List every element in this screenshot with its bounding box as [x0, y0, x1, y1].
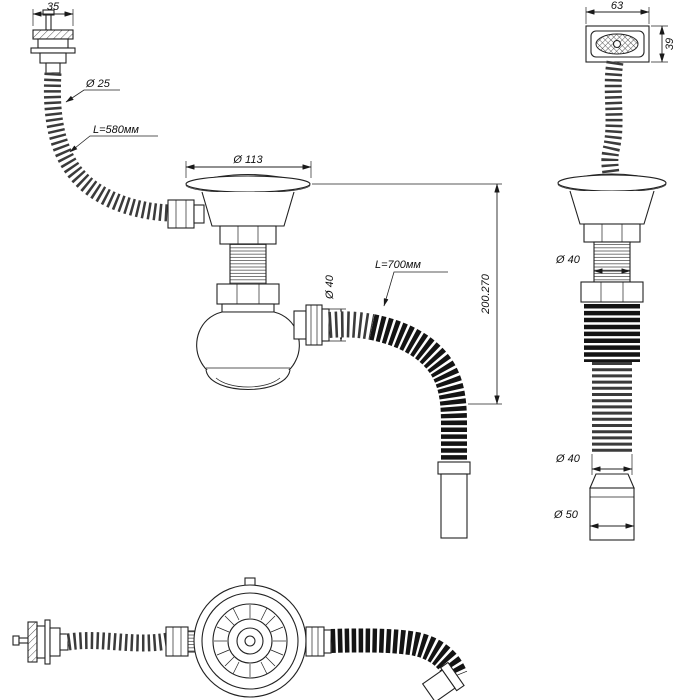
dim-overflow-width: 35 — [32, 1, 74, 26]
overflow-hose — [43, 72, 171, 222]
dim-text-hose-diameter: Ø 25 — [85, 78, 111, 90]
side-view: 63 39 — [553, 0, 676, 541]
plan-view — [12, 577, 468, 700]
overflow-fitting — [30, 9, 76, 74]
dim-text-flange-diameter: Ø 113 — [232, 154, 263, 166]
dim-text-outlet-diameter-side: Ø 50 — [553, 509, 579, 521]
side-outlet-pipe — [589, 473, 635, 541]
dim-text-head-width: 63 — [611, 0, 624, 12]
dim-mount-height: 200.270 — [312, 183, 502, 405]
dim-text-pipe-diameter-lower: Ø 40 — [555, 453, 581, 465]
dim-pipe-diameter-lower: Ø 40 — [555, 453, 633, 475]
dim-text-hose-length: L=580мм — [93, 124, 139, 136]
side-sink-flange — [557, 173, 667, 225]
dim-hose-length: L=580мм — [69, 124, 158, 153]
dim-flex-length: L=700мм — [375, 259, 448, 307]
dim-text-overflow-width: 35 — [47, 1, 60, 13]
dim-text-head-height: 39 — [664, 38, 676, 50]
dim-outlet-diameter-side: Ø 50 — [553, 509, 635, 529]
strainer-slots — [214, 605, 286, 677]
plan-flex-end-cuff — [421, 661, 465, 700]
outlet-nut — [293, 304, 330, 346]
sink-flange — [185, 174, 311, 227]
overflow-head — [585, 25, 650, 63]
hose-connector-nut — [167, 199, 205, 229]
dim-text-flex-length: L=700мм — [375, 259, 421, 271]
dim-head-width: 63 — [585, 0, 650, 24]
siphon-body — [196, 303, 300, 391]
dim-text-pipe-diameter-upper: Ø 40 — [555, 254, 581, 266]
plan-overflow-hose — [66, 632, 170, 652]
side-overflow-hose — [601, 60, 624, 176]
dim-text-mount-height: 200.270 — [480, 273, 492, 315]
side-tailpipe-assembly — [580, 223, 644, 303]
front-view: 35 Ø 25 L=580мм Ø 113 — [30, 1, 502, 539]
dim-text-outlet-diameter: Ø 40 — [324, 274, 336, 300]
dim-flange-diameter: Ø 113 — [185, 154, 312, 178]
plan-flex-pipe — [305, 626, 468, 700]
dim-head-height: 39 — [651, 25, 676, 63]
dim-pipe-diameter-upper: Ø 40 — [555, 254, 631, 277]
plan-overflow-fitting — [12, 619, 69, 665]
dim-hose-diameter: Ø 25 — [65, 78, 120, 103]
tailpipe-assembly — [216, 225, 280, 305]
flex-pipe — [328, 311, 471, 539]
strainer-top-view — [193, 577, 307, 698]
